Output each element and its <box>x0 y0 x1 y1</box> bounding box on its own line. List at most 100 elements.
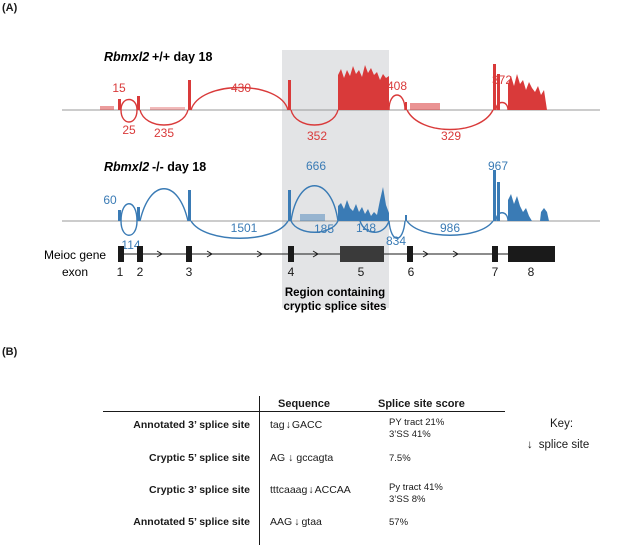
wt-junction-label: 372 <box>492 73 512 87</box>
wt-arc-352 <box>290 109 339 126</box>
ko-junction-label: 986 <box>440 221 460 235</box>
row-label: Annotated 3’ splice site <box>133 419 250 431</box>
sequence-post: gtaa <box>301 516 322 528</box>
splice-arrow-icon: ↓ <box>527 439 533 451</box>
sequence-cell: tttcaaag↓ACCAA <box>270 484 351 496</box>
ko-junction-label: 834 <box>386 234 406 248</box>
exon-number: 1 <box>117 265 124 279</box>
score-cell: 57% <box>389 517 408 529</box>
header-sequence: Sequence <box>278 398 330 410</box>
ko-arc-small-up <box>120 203 138 222</box>
exon-number: 3 <box>186 265 193 279</box>
ko-junction-label: 114 <box>121 238 140 252</box>
panel-a-label: (A) <box>2 2 18 14</box>
sashimi-plot: Rbmxl2 +/+ day 18 15 25 235 430 352 408 <box>44 50 600 313</box>
ko-arc-666 <box>290 185 339 222</box>
ko-arc-1501 <box>190 220 289 239</box>
row-label: Cryptic 5’ splice site <box>149 452 250 464</box>
wt-junction-label: 352 <box>307 129 327 143</box>
wt-arc-372-small <box>495 101 509 111</box>
region-caption-line1: Region containing <box>285 287 385 299</box>
key-title: Key: <box>550 418 574 430</box>
wt-arc-329 <box>406 109 494 131</box>
ko-junctions <box>120 185 509 239</box>
exon-7 <box>492 246 498 262</box>
exon-number: 6 <box>408 265 415 279</box>
exon-number: 7 <box>492 265 499 279</box>
exon-number: 4 <box>288 265 295 279</box>
wt-junction-label: 25 <box>122 123 136 137</box>
ko-junction-label: 148 <box>356 221 376 235</box>
exon-number: 2 <box>137 265 144 279</box>
wt-arc-25 <box>120 109 138 123</box>
sequence-post: GACC <box>291 419 323 431</box>
wt-junction-labels: 15 25 235 430 352 408 329 372 <box>112 73 512 143</box>
sequence-cell: AAG↓gtaa <box>270 516 322 528</box>
ko-junction-label: 666 <box>306 159 326 173</box>
sequence-pre: AAG <box>270 516 293 528</box>
row-label: Cryptic 3’ splice site <box>149 484 250 496</box>
row-label: Annotated 5’ splice site <box>133 516 250 528</box>
exon-2 <box>137 246 143 262</box>
sequence-post: ACCAA <box>314 484 351 496</box>
exon-5 <box>340 246 384 262</box>
wt-junction-label: 235 <box>154 126 174 140</box>
score-line-1: 7.5% <box>389 453 411 464</box>
exon-8 <box>508 246 555 262</box>
ko-arc-60 <box>120 220 138 236</box>
ko-junction-label: 185 <box>314 222 334 236</box>
gene-label: Meioc gene <box>44 248 106 262</box>
region-caption-line2: cryptic splice sites <box>284 301 387 313</box>
sequence-post: gccagta <box>296 452 334 464</box>
sequence-cell: tag↓GACC <box>270 419 322 431</box>
score-line-2: 3’SS 41% <box>389 429 431 440</box>
ko-coverage <box>118 170 549 221</box>
wt-junctions <box>120 86 509 131</box>
sequence-pre: tag <box>270 419 285 431</box>
ko-arc-148 <box>359 220 390 233</box>
sequence-pre: AG <box>270 452 286 464</box>
ko-junction-label: 1501 <box>231 221 258 235</box>
ko-arc-967-small <box>495 212 509 222</box>
exon-label: exon <box>62 265 88 279</box>
wt-arc-408 <box>388 94 406 111</box>
wt-arc-15 <box>120 98 138 111</box>
score-cell: PY tract 21% 3’SS 41% <box>389 417 444 441</box>
table-column-divider <box>259 396 260 545</box>
ko-arc-185 <box>290 220 339 233</box>
ko-junction-label: 60 <box>103 193 117 207</box>
wt-gene-name: Rbmxl2 <box>104 50 149 64</box>
score-line-2: 3’SS 8% <box>389 494 426 505</box>
panel-b-label: (B) <box>2 346 18 358</box>
ko-gene-name: Rbmxl2 <box>104 160 149 174</box>
splice-arrow-icon: ↓ <box>288 452 294 464</box>
ko-arc-986 <box>406 220 494 236</box>
splice-arrow-icon: ↓ <box>294 516 300 528</box>
splice-arrow-icon: ↓ <box>308 484 314 496</box>
score-line-1: Py tract 41% <box>389 482 443 493</box>
wt-coverage <box>100 64 547 110</box>
ko-genotype: -/- day 18 <box>152 160 206 174</box>
wt-junction-label: 329 <box>441 129 461 143</box>
splice-arrow-icon: ↓ <box>285 419 291 431</box>
exon-1 <box>118 246 124 262</box>
exon-3 <box>186 246 192 262</box>
exon-6 <box>407 246 413 262</box>
sequence-cell: AG↓gccagta <box>270 452 333 464</box>
header-score: Splice site score <box>378 398 465 410</box>
exon-number: 8 <box>528 265 535 279</box>
key-item: ↓ splice site <box>527 439 589 451</box>
score-cell: Py tract 41% 3’SS 8% <box>389 482 443 506</box>
wt-arc-235 <box>139 109 189 126</box>
exon-4 <box>288 246 294 262</box>
score-line-1: 57% <box>389 517 409 528</box>
exons <box>118 246 555 262</box>
ko-junction-labels: 60 114 1501 666 185 148 834 986 967 <box>103 159 508 252</box>
wt-arc-430 <box>190 86 289 111</box>
score-cell: 7.5% <box>389 453 411 465</box>
wt-junction-label: 408 <box>387 79 407 93</box>
sequence-pre: tttcaaag <box>270 484 308 496</box>
ko-arc-834 <box>388 220 406 239</box>
ko-arc-114 <box>139 188 189 222</box>
key-item-label: splice site <box>538 439 590 451</box>
